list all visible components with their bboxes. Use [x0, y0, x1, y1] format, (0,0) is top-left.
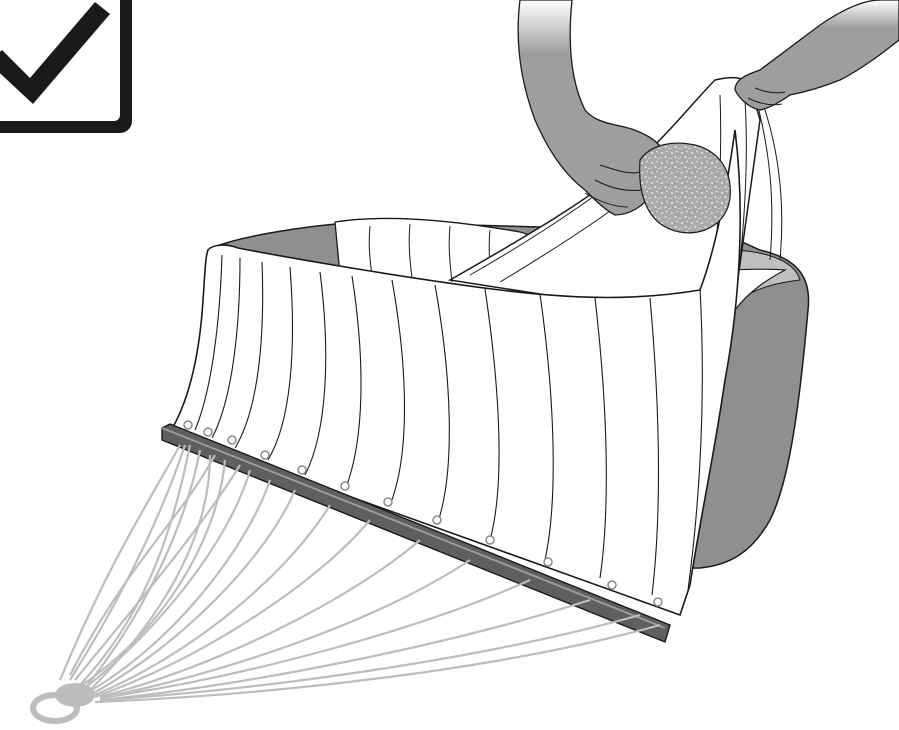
- hand-icon-right: [735, 0, 899, 110]
- checkmark-badge: [0, 0, 132, 133]
- ring-icon: [33, 683, 95, 721]
